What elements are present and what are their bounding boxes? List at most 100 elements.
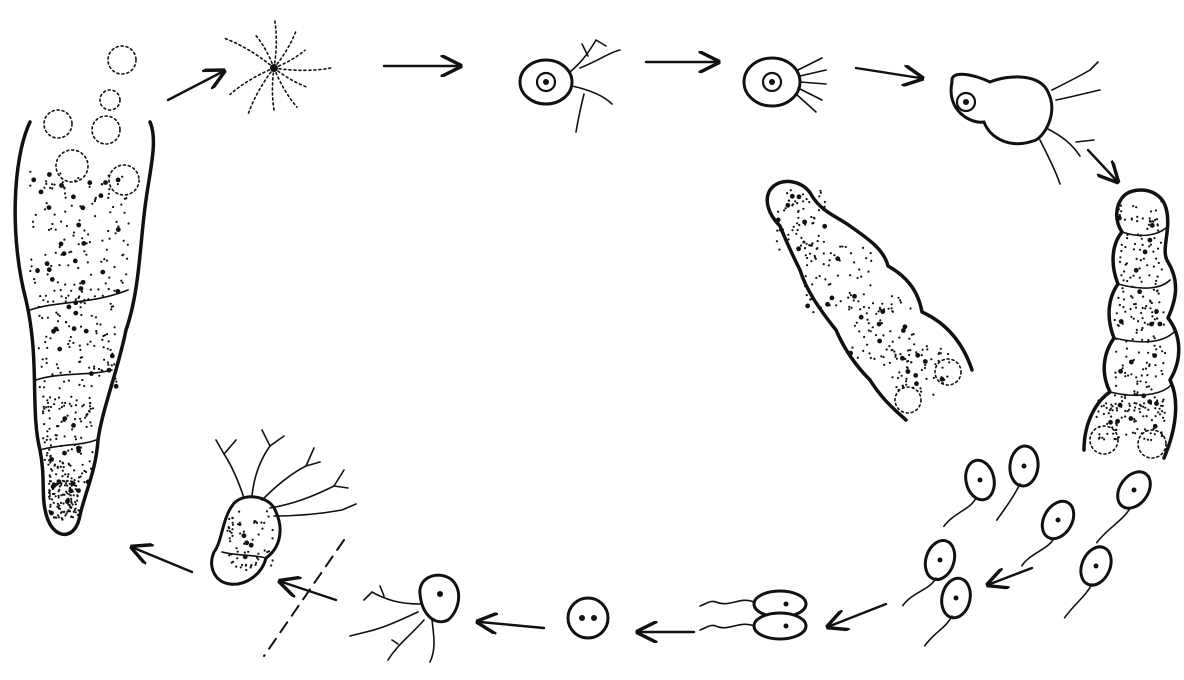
stipple-dot bbox=[46, 347, 48, 349]
stipple-dot bbox=[35, 214, 37, 216]
stipple-dot bbox=[43, 423, 45, 425]
stipple-dot bbox=[907, 360, 909, 362]
stipple-dot bbox=[891, 349, 893, 351]
stipple-dot bbox=[46, 439, 48, 441]
zoospore-flagellum bbox=[944, 498, 976, 526]
stipple-dot bbox=[875, 313, 877, 315]
stipple-dot bbox=[238, 511, 240, 513]
stipple-dot bbox=[30, 259, 32, 261]
stipple-dot bbox=[98, 375, 100, 377]
stipple-dot bbox=[239, 532, 241, 534]
stipple-dot bbox=[114, 378, 116, 380]
stipple-dot bbox=[57, 320, 59, 322]
stipple-dot bbox=[1154, 401, 1159, 406]
stipple-dot bbox=[1135, 376, 1137, 378]
stipple-dot bbox=[1115, 438, 1117, 440]
stipple-dot bbox=[44, 380, 46, 382]
stipple-dot bbox=[1122, 279, 1124, 281]
stipple-dot bbox=[913, 343, 915, 345]
stipple-dot bbox=[47, 273, 49, 275]
stipple-dot bbox=[1136, 380, 1138, 382]
stipple-dot bbox=[48, 410, 50, 412]
stipple-dot bbox=[1108, 412, 1110, 414]
stipple-dot bbox=[245, 554, 247, 556]
stipple-dot bbox=[121, 254, 123, 256]
stipple-dot bbox=[870, 330, 872, 332]
stipple-dot bbox=[1133, 418, 1135, 420]
stipple-dot bbox=[51, 498, 53, 500]
stipple-dot bbox=[120, 204, 122, 206]
stipple-dot bbox=[1128, 403, 1130, 405]
stipple-dot bbox=[98, 368, 100, 370]
stipple-dot bbox=[60, 221, 62, 223]
stipple-dot bbox=[1150, 432, 1152, 434]
stipple-dot bbox=[48, 483, 50, 485]
stipple-dot bbox=[72, 235, 74, 237]
stipple-dot bbox=[1116, 409, 1118, 411]
stipple-dot bbox=[1141, 238, 1143, 240]
stipple-dot bbox=[82, 300, 84, 302]
stipple-dot bbox=[1155, 375, 1157, 377]
stipple-dot bbox=[80, 357, 82, 359]
stipple-dot bbox=[1123, 270, 1125, 272]
stipple-dot bbox=[797, 229, 799, 231]
stipple-dot bbox=[49, 495, 51, 497]
stipple-dot bbox=[804, 285, 806, 287]
stipple-dot bbox=[46, 435, 48, 437]
stipple-dot bbox=[55, 473, 57, 475]
stipple-dot bbox=[45, 295, 47, 297]
stipple-dot bbox=[1141, 327, 1143, 329]
stipple-dot bbox=[1115, 351, 1117, 353]
stipple-dot bbox=[1130, 373, 1132, 375]
stipple-dot bbox=[73, 494, 75, 496]
stipple-dot bbox=[1148, 274, 1150, 276]
stipple-dot bbox=[898, 337, 900, 339]
stipple-dot bbox=[115, 232, 117, 234]
stipple-dot bbox=[891, 376, 893, 378]
stipple-dot bbox=[72, 342, 74, 344]
mature-sporangium-thallus bbox=[15, 46, 153, 534]
stipple-dot bbox=[41, 317, 43, 319]
stipple-dot bbox=[940, 348, 942, 350]
stipple-dot bbox=[67, 473, 69, 475]
stipple-dot bbox=[872, 302, 874, 304]
stipple-dot bbox=[1144, 307, 1146, 309]
stipple-dot bbox=[49, 498, 51, 500]
stipple-dot bbox=[1139, 411, 1141, 413]
stipple-dot bbox=[57, 467, 59, 469]
stipple-dot bbox=[231, 517, 233, 519]
stipple-dot bbox=[1134, 243, 1136, 245]
stipple-dot bbox=[75, 438, 77, 440]
stipple-dot bbox=[796, 222, 798, 224]
stipple-dot bbox=[89, 402, 91, 404]
stipple-dot bbox=[828, 264, 830, 266]
stipple-dot bbox=[824, 201, 826, 203]
stipple-dot bbox=[64, 187, 66, 189]
stipple-dot bbox=[882, 356, 884, 358]
stipple-dot bbox=[244, 551, 246, 553]
stipple-dot bbox=[96, 332, 98, 334]
stipple-dot bbox=[852, 294, 857, 299]
stipple-dot bbox=[866, 344, 868, 346]
stipple-dot bbox=[83, 481, 85, 483]
stipple-dot bbox=[52, 300, 54, 302]
stipple-dot bbox=[776, 218, 781, 223]
stipple-dot bbox=[116, 227, 121, 232]
stipple-dot bbox=[786, 192, 788, 194]
stipple-dot bbox=[113, 363, 115, 365]
stipple-dot bbox=[47, 205, 52, 210]
stipple-dot bbox=[1140, 259, 1142, 261]
stipple-dot bbox=[125, 197, 127, 199]
stipple-dot bbox=[1136, 332, 1138, 334]
stipple-dot bbox=[1154, 433, 1156, 435]
stipple-dot bbox=[1151, 419, 1153, 421]
stipple-dot bbox=[1145, 381, 1147, 383]
zoospores-swarm bbox=[903, 445, 1157, 646]
stipple-dot bbox=[1136, 220, 1138, 222]
stipple-dot bbox=[114, 384, 119, 389]
stipple-dot bbox=[50, 406, 52, 408]
stipple-dot bbox=[79, 418, 81, 420]
stipple-dot bbox=[86, 426, 88, 428]
stipple-dot bbox=[804, 223, 806, 225]
stipple-dot bbox=[1136, 329, 1138, 331]
